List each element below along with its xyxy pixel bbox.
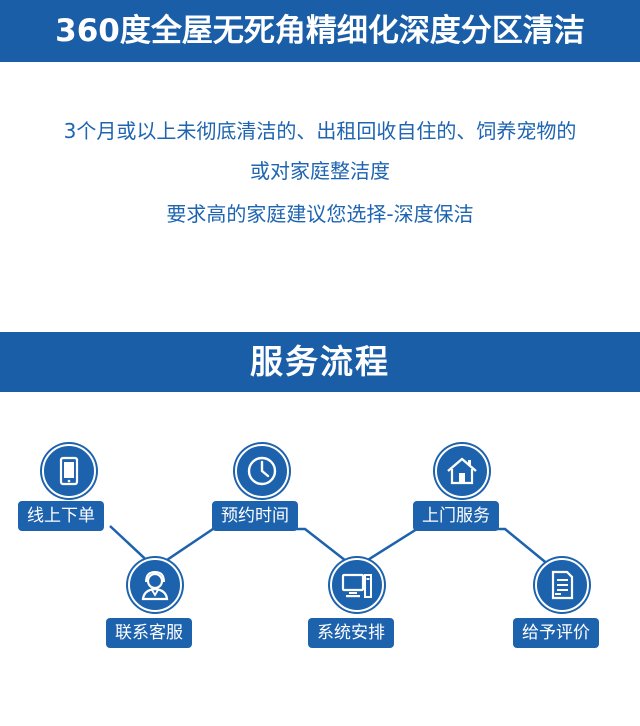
document-icon (535, 558, 589, 612)
description-line-3: 要求高的家庭建议您选择-深度保洁 (166, 202, 474, 226)
step-online-order[interactable]: 线上下单 (18, 501, 104, 531)
step-contact-service[interactable]: 联系客服 (106, 618, 192, 648)
process-title: 服务流程 (250, 342, 390, 381)
step-on-site-service[interactable]: 上门服务 (413, 501, 499, 531)
process-title-banner: 服务流程 (0, 332, 640, 392)
customer-service-icon (128, 558, 182, 612)
computer-icon (330, 558, 384, 612)
tablet-icon (42, 444, 96, 498)
description-line-2: 或对家庭整洁度 (250, 159, 390, 183)
page-title: 360度全屋无死角精细化深度分区清洁 (55, 13, 585, 49)
step-schedule-time[interactable]: 预约时间 (212, 501, 298, 531)
house-icon (435, 444, 489, 498)
page-title-banner: 360度全屋无死角精细化深度分区清洁 (0, 0, 640, 62)
description-line-1: 3个月或以上未彻底清洁的、出租回收自住的、饲养宠物的 (63, 119, 577, 143)
clock-icon (235, 444, 289, 498)
step-give-review[interactable]: 给予评价 (513, 618, 599, 648)
step-system-arrange[interactable]: 系统安排 (308, 618, 394, 648)
